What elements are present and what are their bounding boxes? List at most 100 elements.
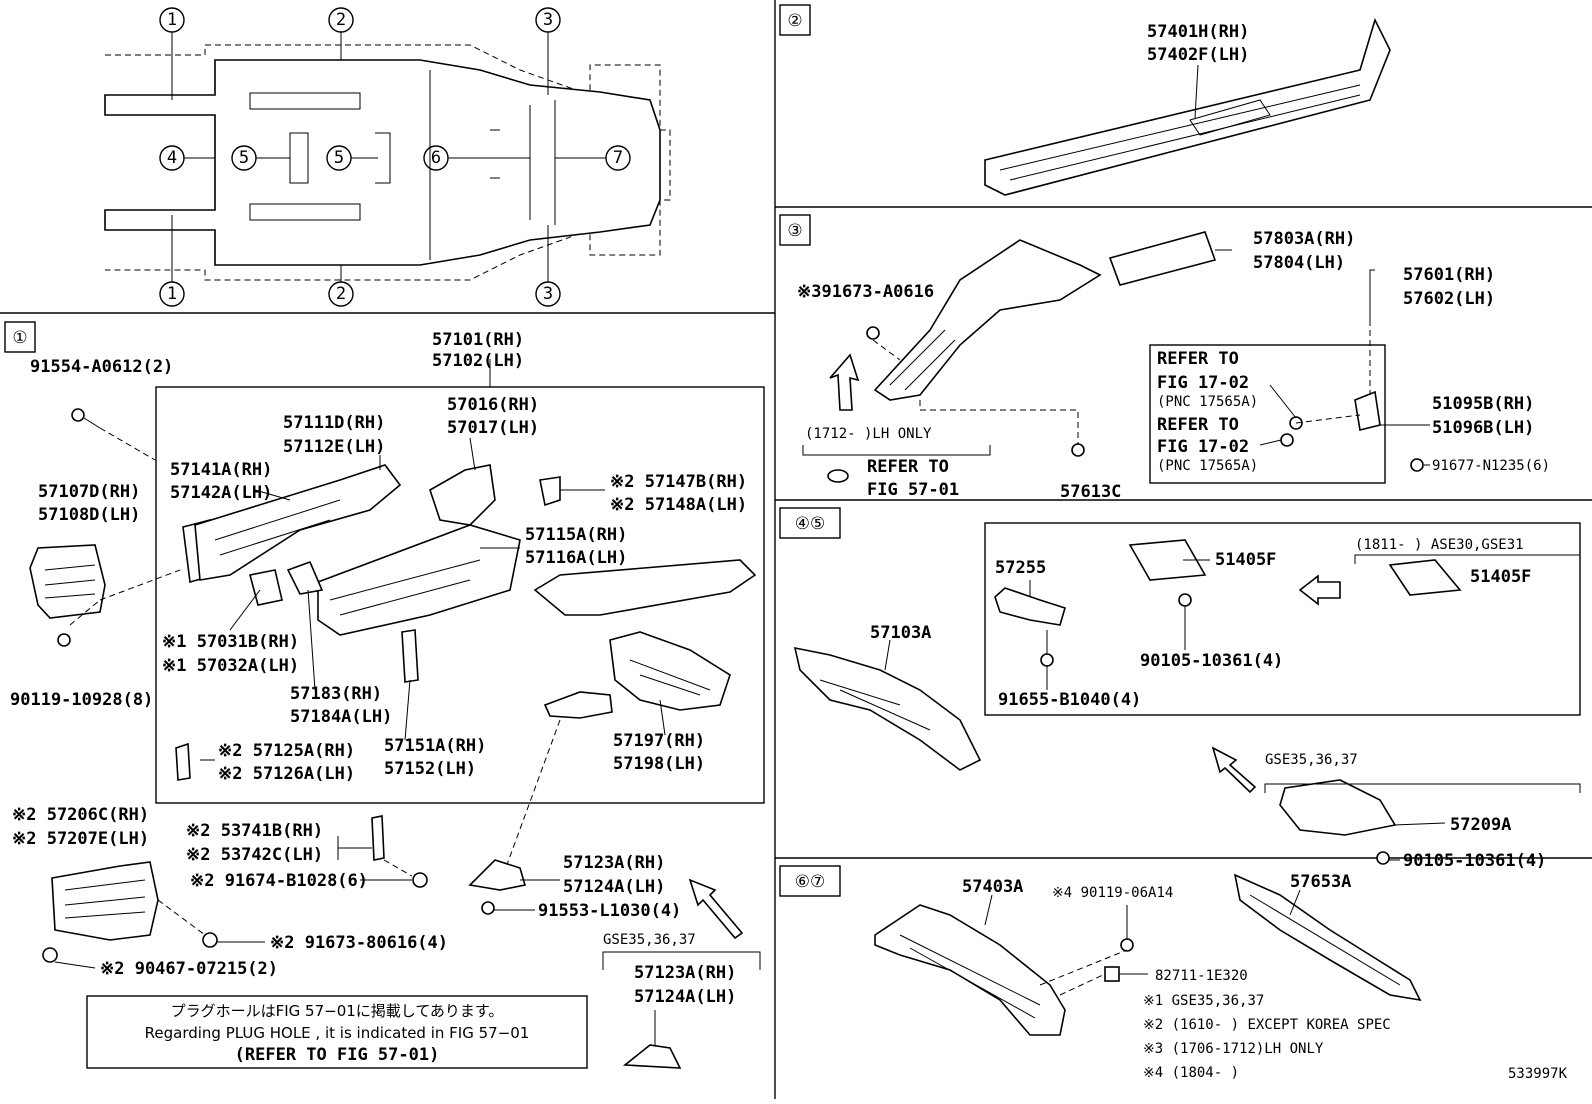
- label-57148: ※2 57148A(LH): [610, 495, 747, 515]
- label-57125: ※2 57125A(RH): [218, 741, 355, 761]
- part-57197: [609, 631, 731, 711]
- bolt-91673: [202, 932, 218, 948]
- label-57142: 57142A(LH): [170, 483, 272, 503]
- callout-6: 6: [431, 148, 441, 168]
- label-91554: 91554-A0612(2): [30, 357, 173, 377]
- part-57601: [873, 239, 1102, 401]
- note-en: Regarding PLUG HOLE , it is indicated in…: [145, 1024, 530, 1042]
- callout-2-bot: 2: [336, 284, 346, 304]
- section-67: ⑥⑦ 57403A ※4 90119-06A14 57653A 82711-1E…: [779, 865, 1568, 1082]
- label-57016: 57016(RH): [447, 395, 539, 415]
- section-3: ③ ※391673-A0616 57803A(RH) 57804(LH) 576…: [779, 214, 1550, 502]
- label-range-ase30: (1811- ) ASE30,GSE31: [1355, 537, 1524, 553]
- callout-5a: 5: [239, 148, 249, 168]
- note-4: ※4 (1804- ): [1143, 1065, 1239, 1081]
- overview-callouts: 1 2 3 4 5 5 6 7 1 2 3: [159, 7, 631, 307]
- label-ref1c: (PNC 17565A): [1157, 394, 1258, 410]
- label-57197: 57197(RH): [613, 731, 705, 751]
- part-57183: [286, 560, 324, 595]
- part-57115a: [317, 524, 521, 636]
- section-3-tag: ③: [787, 221, 802, 241]
- label-91673: ※2 91673-80616(4): [270, 933, 448, 953]
- label-90119: 90119-10928(8): [10, 690, 153, 710]
- label-57207: ※2 57207E(LH): [12, 829, 149, 849]
- label-57152: 57152(LH): [384, 759, 476, 779]
- label-57206: ※2 57206C(RH): [12, 805, 149, 825]
- label-57804: 57804(LH): [1253, 253, 1345, 273]
- arrow-57123: [688, 878, 744, 940]
- label-57151: 57151A(RH): [384, 736, 486, 756]
- label-57103: 57103A: [870, 623, 931, 643]
- label-57102: 57102(LH): [432, 351, 524, 371]
- part-57151a: [401, 629, 419, 683]
- label-51405b: 51405F: [1470, 567, 1531, 587]
- label-90467: ※2 90467-07215(2): [100, 959, 278, 979]
- label-ref2b: FIG 17-02: [1157, 437, 1249, 457]
- section-1: ①: [4, 321, 765, 1069]
- callout-1-bot: 1: [167, 284, 177, 304]
- note-1: ※1 GSE35,36,37: [1143, 993, 1264, 1009]
- label-ref2a: REFER TO: [1157, 415, 1239, 435]
- part-57255: [994, 587, 1066, 626]
- label-57613c: 57613C: [1060, 482, 1121, 502]
- label-91677: 91677-N1235(6): [1432, 458, 1550, 474]
- bolt-90105-a: [1178, 593, 1192, 607]
- label-90105a: 90105-10361(4): [1140, 651, 1283, 671]
- label-57403: 57403A: [962, 877, 1023, 897]
- section-2-tag: ②: [787, 11, 802, 31]
- section-1-group-box: [155, 386, 765, 804]
- label-57209: 57209A: [1450, 815, 1511, 835]
- section-45-tag: ④⑤: [795, 514, 825, 534]
- label-57116: 57116A(LH): [525, 548, 627, 568]
- note-3: ※3 (1706-1712)LH ONLY: [1143, 1041, 1324, 1057]
- section-2: ② 57401H(RH) 57402F(LH): [779, 4, 1391, 196]
- arrow-51405: [1298, 574, 1341, 606]
- part-57123a-lower: [468, 859, 527, 891]
- label-57126: ※2 57126A(LH): [218, 764, 355, 784]
- label-57184: 57184A(LH): [290, 707, 392, 727]
- label-57101: 57101(RH): [432, 330, 524, 350]
- label-57255: 57255: [995, 558, 1046, 578]
- part-57123-rail: [533, 559, 757, 616]
- label-refer57a: REFER TO: [867, 457, 949, 477]
- label-53741: ※2 53741B(RH): [186, 821, 323, 841]
- plug-hole-note-box: [86, 995, 588, 1069]
- label-91674: ※2 91674-B1028(6): [190, 871, 368, 891]
- bolt-91674: [412, 872, 428, 888]
- label-57031: ※1 57031B(RH): [162, 632, 299, 652]
- callout-4: 4: [167, 148, 177, 168]
- bolt-90119-06a14: [1120, 938, 1134, 952]
- bolt-90119: [57, 633, 71, 647]
- section-45: ④⑤ 57255 51405F (1811- ) ASE30,GSE31 514…: [779, 507, 1581, 871]
- section-45-group-box: [984, 522, 1581, 716]
- note-jp: プラグホールはFIG 57−01に掲載してあります。: [171, 1002, 504, 1020]
- label-57123a: 57123A(RH): [563, 853, 665, 873]
- bolt-91677: [1410, 458, 1424, 472]
- callout-3-top: 3: [543, 10, 553, 30]
- label-57402: 57402F(LH): [1147, 45, 1249, 65]
- label-ref2c: (PNC 17565A): [1157, 458, 1258, 474]
- arrow-section3: [829, 353, 860, 411]
- label-gse-section1: GSE35,36,37: [603, 932, 696, 948]
- bolt-90105-b: [1376, 851, 1390, 865]
- label-391673: ※391673-A0616: [797, 282, 934, 302]
- part-57123a-gse: [622, 1044, 682, 1069]
- part-57111d: [194, 464, 402, 581]
- label-90105b: 90105-10361(4): [1403, 851, 1546, 871]
- note-ref: (REFER TO FIG 57-01): [235, 1045, 440, 1065]
- label-82711: 82711-1E320: [1155, 968, 1248, 984]
- label-refer57b: FIG 57-01: [867, 480, 959, 500]
- part-57123-bracket: [543, 691, 613, 719]
- label-57123b: 57123A(RH): [634, 963, 736, 983]
- part-57147b: [539, 476, 561, 507]
- label-57111: 57111D(RH): [283, 413, 385, 433]
- callout-7: 7: [613, 148, 623, 168]
- part-53741b: [371, 815, 385, 861]
- label-91553: 91553-L1030(4): [538, 901, 681, 921]
- part-57401h: [984, 17, 1391, 196]
- clip-82711: [1104, 966, 1120, 982]
- label-57032: ※1 57032A(LH): [162, 656, 299, 676]
- diagram-id: 533997K: [1508, 1066, 1568, 1082]
